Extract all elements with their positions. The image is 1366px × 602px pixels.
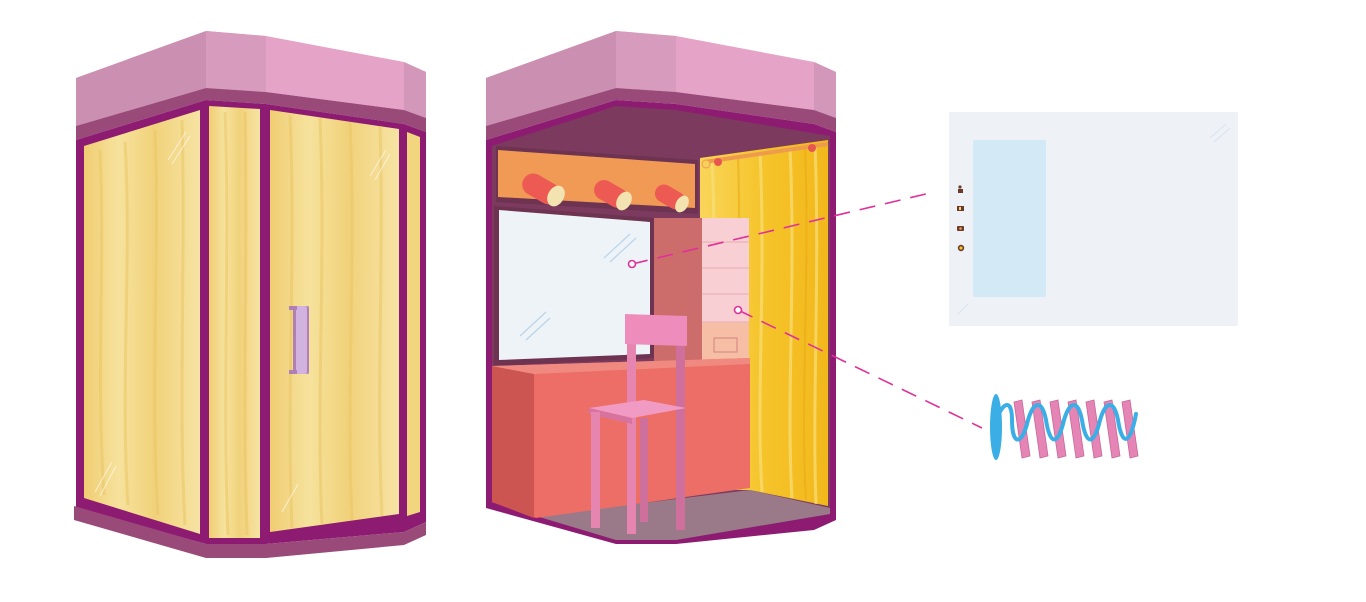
open-booth-roof [486, 31, 836, 140]
closed-booth-roof [76, 31, 426, 140]
vanity-lamp [654, 184, 689, 213]
open-booth [486, 31, 836, 544]
spring-detail [990, 394, 1139, 460]
closed-booth-door-handle [289, 306, 309, 374]
vanity-counter [492, 358, 750, 518]
closed-booth-curtains [84, 106, 420, 538]
camera-icon [957, 226, 964, 231]
closed-booth [74, 31, 426, 558]
id-card-icon [957, 206, 964, 211]
vanity-chair [589, 314, 687, 534]
closed-booth-base [74, 506, 426, 558]
detail-screen [973, 140, 1046, 297]
vanity-lamp [522, 173, 565, 207]
vanity-lamp [594, 180, 632, 211]
leader-lines [627, 192, 983, 429]
vanity-light-bar [496, 146, 698, 214]
mirror-detail-panel [949, 112, 1238, 326]
vanity-mirror [494, 206, 654, 366]
coin-icon [957, 244, 965, 252]
person-icon [958, 185, 963, 193]
